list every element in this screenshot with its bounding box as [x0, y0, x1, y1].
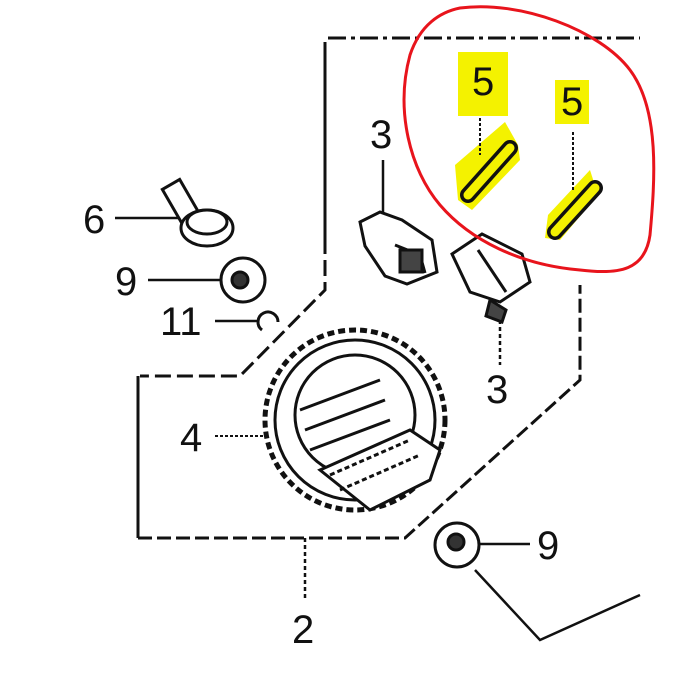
callout-label-4: 4: [180, 416, 203, 460]
clip-part-11: [215, 310, 280, 332]
bolt-part-6: [115, 177, 235, 248]
callout-label-5: 5: [458, 52, 509, 116]
callout-label-6: 6: [83, 198, 106, 242]
callout-label-2: 2: [292, 608, 315, 652]
callout-label-9: 9: [537, 524, 560, 568]
washer-part-9-upper: [148, 256, 267, 304]
dowel-pin-part-5-right: [545, 132, 603, 240]
callout-label-3: 3: [370, 113, 393, 157]
rotor-block-part-3-right: [450, 232, 532, 365]
gear-part-4: [215, 327, 448, 513]
callout-label-9: 9: [115, 260, 138, 304]
washer-part-9-lower: [433, 521, 530, 569]
rotor-block-part-3-left: [358, 160, 439, 286]
red-annotation-circle: [402, 5, 656, 274]
assembly-outline: [136, 36, 641, 642]
callout-label-3: 3: [486, 368, 509, 412]
dowel-pin-part-5-left: [455, 108, 520, 210]
callout-label-5: 5: [555, 80, 590, 124]
callout-label-11: 11: [160, 300, 202, 344]
